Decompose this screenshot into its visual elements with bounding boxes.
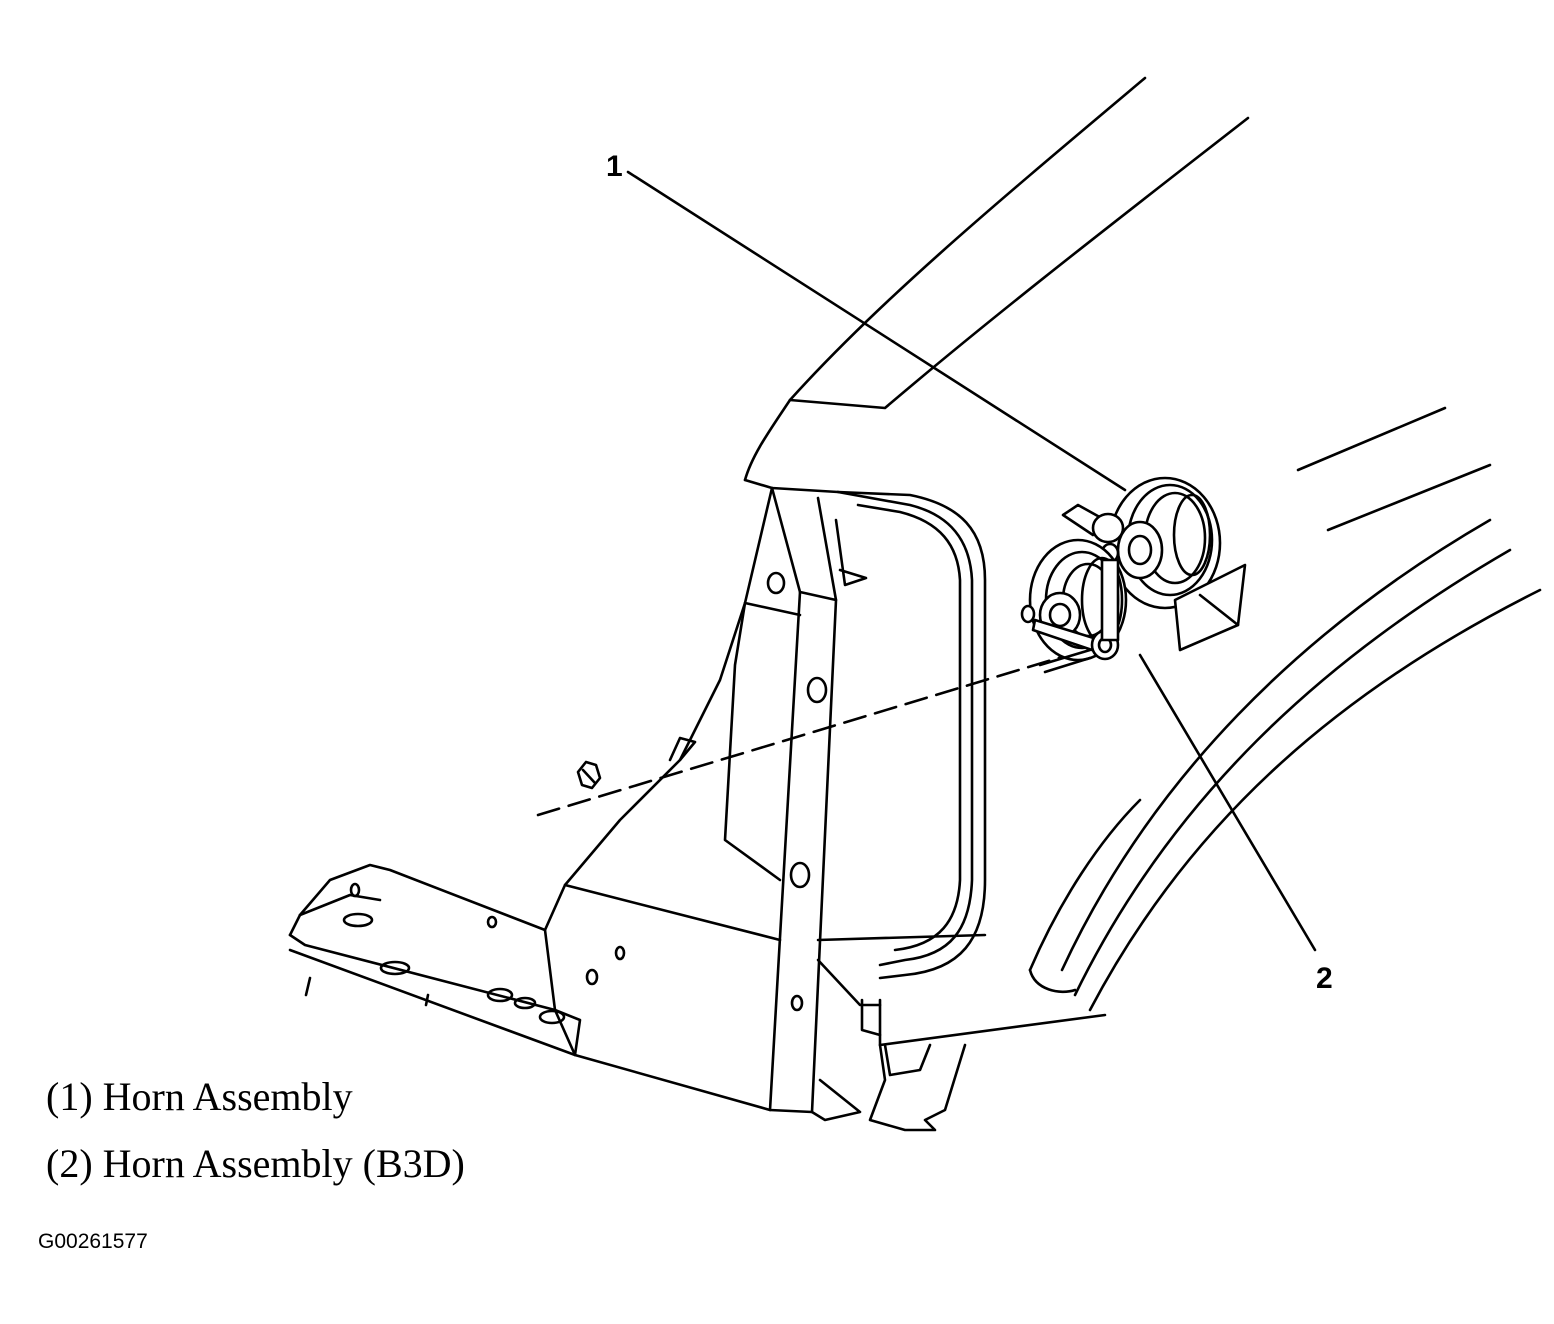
callout-2-number: 2 [1316, 962, 1333, 995]
fender-outline [743, 76, 1250, 482]
radiator-support [723, 478, 1107, 1132]
install-line [536, 648, 1087, 817]
mounting-nut [576, 760, 602, 790]
lower-panel [288, 601, 782, 1112]
panel-holes [342, 571, 828, 1025]
horn-2 [1020, 538, 1128, 674]
callout-1-number: 1 [606, 150, 623, 183]
horn-1 [1061, 476, 1247, 652]
callout-2-leader [1138, 653, 1317, 952]
legend-item-2: (2) Horn Assembly (B3D) [46, 1141, 465, 1186]
figure-id: G00261577 [38, 1230, 148, 1253]
legend-item-1: (1) Horn Assembly [46, 1074, 353, 1119]
wheel-arch-lines [1028, 406, 1542, 1012]
callout-1-leader [626, 170, 1127, 492]
